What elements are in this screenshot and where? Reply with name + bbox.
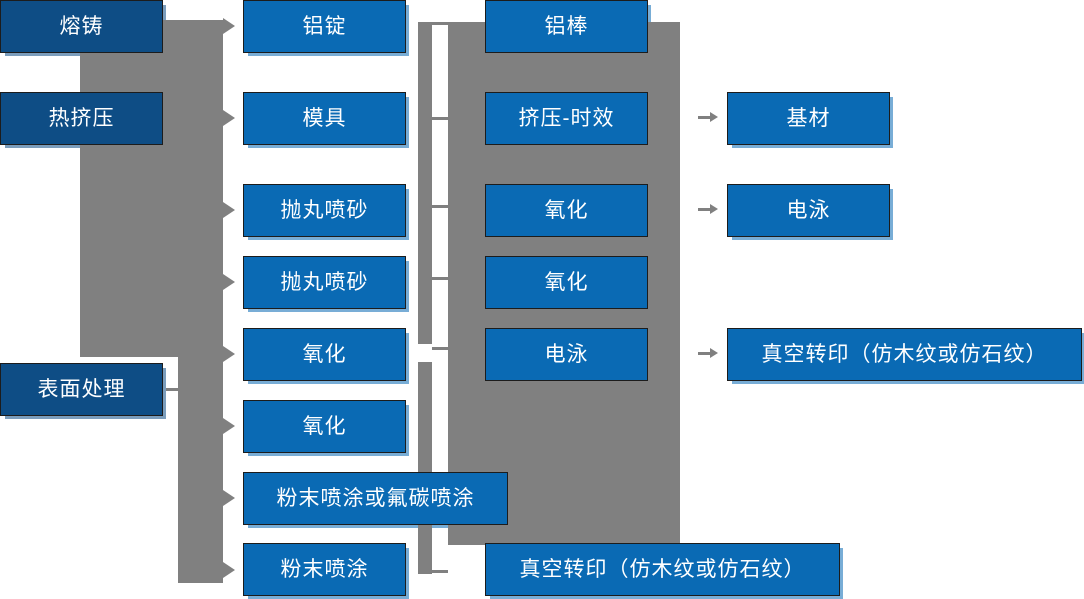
label-mold: 模具 xyxy=(302,107,347,130)
connector-bracket-tick-6 xyxy=(432,570,448,573)
label-electrophoresis-c4: 电泳 xyxy=(786,199,831,222)
connector-surface-stub xyxy=(166,388,186,391)
label-aluminum-ingot: 铝锭 xyxy=(302,15,347,38)
arrow-left-to-shotblast-1 xyxy=(223,202,235,218)
connector-left-band-upper xyxy=(80,20,223,357)
stage-node-hot-extrusion[interactable]: 热挤压 xyxy=(0,92,166,148)
connector-bracket-spine-upper xyxy=(418,22,432,344)
node-electrophoresis-c3[interactable]: 电泳 xyxy=(485,328,651,384)
arrow-to-vacuum-transfer xyxy=(710,348,718,358)
arrow-left-to-ingot xyxy=(223,18,235,34)
arrow-tail-to-vacuum-transfer xyxy=(698,352,710,355)
connector-bracket-tick-3 xyxy=(432,205,448,208)
label-aluminum-bar: 铝棒 xyxy=(544,15,589,38)
arrow-left-to-powder-fluor xyxy=(223,490,235,506)
label-oxidation-c3-2: 氧化 xyxy=(544,271,589,294)
stage-label-melt-cast: 熔铸 xyxy=(59,15,104,38)
label-vacuum-transfer-c4: 真空转印（仿木纹或仿石纹） xyxy=(761,343,1048,366)
label-oxidation-c3-1: 氧化 xyxy=(544,199,589,222)
arrow-to-electrophoresis xyxy=(710,204,718,214)
node-base-material[interactable]: 基材 xyxy=(727,92,893,148)
label-powder-or-fluorocarbon: 粉末喷涂或氟碳喷涂 xyxy=(276,487,475,510)
label-extrusion-aging: 挤压-时效 xyxy=(518,107,615,130)
connector-bracket-tick-5 xyxy=(432,347,448,350)
label-oxidation-c2-2: 氧化 xyxy=(302,415,347,438)
node-oxidation-c3-1[interactable]: 氧化 xyxy=(485,184,651,240)
arrow-left-to-oxidation-1 xyxy=(223,346,235,362)
node-electrophoresis-c4[interactable]: 电泳 xyxy=(727,184,893,240)
stage-node-surface-treatment[interactable]: 表面处理 xyxy=(0,363,166,419)
connector-bracket-tick-4 xyxy=(432,277,448,280)
node-powder-coating[interactable]: 粉末喷涂 xyxy=(243,543,409,599)
arrow-left-to-shotblast-2 xyxy=(223,274,235,290)
label-shot-blast-2: 抛丸喷砂 xyxy=(280,271,369,294)
stage-node-melt-cast[interactable]: 熔铸 xyxy=(0,0,166,56)
node-mold[interactable]: 模具 xyxy=(243,92,409,148)
node-oxidation-c2-2[interactable]: 氧化 xyxy=(243,400,409,456)
arrow-to-base-material xyxy=(710,112,718,122)
connector-bracket-tick-1 xyxy=(432,22,448,25)
node-oxidation-c2-1[interactable]: 氧化 xyxy=(243,328,409,384)
node-shot-blast-2[interactable]: 抛丸喷砂 xyxy=(243,256,409,312)
node-vacuum-transfer-c3[interactable]: 真空转印（仿木纹或仿石纹） xyxy=(485,543,843,599)
label-shot-blast-1: 抛丸喷砂 xyxy=(280,199,369,222)
arrow-left-to-oxidation-2 xyxy=(223,418,235,434)
connector-bracket-spine-lower xyxy=(418,362,432,574)
arrow-tail-to-base-material xyxy=(698,116,710,119)
stage-label-surface-treatment: 表面处理 xyxy=(37,378,126,401)
label-powder-coating: 粉末喷涂 xyxy=(280,558,369,581)
stage-label-hot-extrusion: 热挤压 xyxy=(48,107,115,130)
node-oxidation-c3-2[interactable]: 氧化 xyxy=(485,256,651,312)
node-vacuum-transfer-c4[interactable]: 真空转印（仿木纹或仿石纹） xyxy=(727,328,1084,384)
arrow-left-to-powder xyxy=(223,562,235,578)
label-base-material: 基材 xyxy=(786,107,831,130)
connector-left-band-lower xyxy=(178,357,223,583)
arrow-left-to-mold xyxy=(223,110,235,126)
label-electrophoresis-c3: 电泳 xyxy=(544,343,589,366)
arrow-tail-to-electrophoresis xyxy=(698,208,710,211)
node-powder-or-fluorocarbon[interactable]: 粉末喷涂或氟碳喷涂 xyxy=(243,472,511,528)
node-shot-blast-1[interactable]: 抛丸喷砂 xyxy=(243,184,409,240)
connector-bracket-tick-2 xyxy=(432,117,448,120)
node-extrusion-aging[interactable]: 挤压-时效 xyxy=(485,92,651,148)
label-vacuum-transfer-c3: 真空转印（仿木纹或仿石纹） xyxy=(519,558,806,581)
node-aluminum-ingot[interactable]: 铝锭 xyxy=(243,0,409,56)
node-aluminum-bar[interactable]: 铝棒 xyxy=(485,0,651,56)
label-oxidation-c2-1: 氧化 xyxy=(302,343,347,366)
